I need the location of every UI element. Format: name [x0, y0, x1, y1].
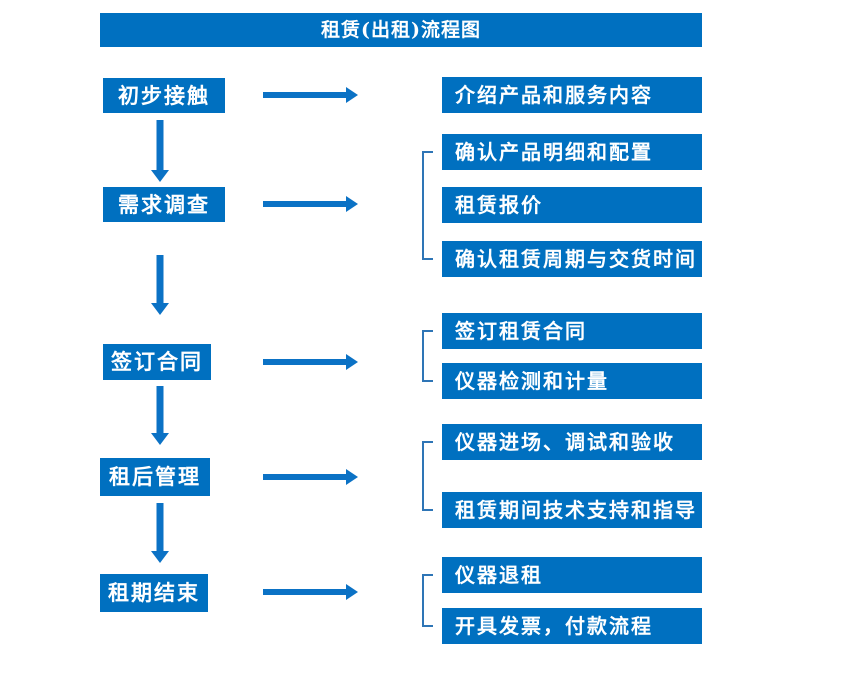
bracket-stage3-details	[422, 330, 433, 382]
arrow-down-stage4-stage5	[151, 503, 169, 563]
arrow-down-stage3-stage4	[151, 386, 169, 445]
detail-box-confirm-rental-period-delivery: 确认租赁周期与交货时间	[442, 241, 702, 277]
bracket-stage4-details	[422, 441, 433, 511]
detail-box-instrument-inspection-metering: 仪器检测和计量	[442, 363, 702, 399]
detail-box-invoice-payment-process: 开具发票，付款流程	[442, 608, 702, 644]
detail-box-introduce-products-services: 介绍产品和服务内容	[442, 77, 702, 113]
detail-box-instrument-return: 仪器退租	[442, 557, 702, 593]
detail-box-technical-support-guidance: 租赁期间技术支持和指导	[442, 492, 702, 528]
arrow-right-stage5	[263, 584, 358, 600]
detail-box-rental-quotation: 租赁报价	[442, 187, 702, 223]
bracket-stage2-details	[422, 151, 433, 260]
detail-box-instrument-arrival-commissioning-acceptance: 仪器进场、调试和验收	[442, 424, 702, 460]
stage-box-needs-survey: 需求调查	[103, 187, 225, 222]
stage-box-post-rental-management: 租后管理	[100, 458, 210, 496]
stage-box-sign-contract: 签订合同	[103, 344, 211, 380]
bracket-stage5-details	[422, 574, 433, 627]
detail-box-sign-rental-contract: 签订租赁合同	[442, 313, 702, 349]
diagram-title: 租赁(出租)流程图	[100, 13, 702, 47]
arrow-right-stage2	[263, 196, 358, 212]
stage-box-initial-contact: 初步接触	[103, 78, 225, 113]
arrow-right-stage4	[263, 469, 358, 485]
stage-box-rental-end: 租期结束	[100, 574, 208, 612]
arrow-down-stage2-stage3	[151, 255, 169, 315]
detail-box-confirm-product-details-config: 确认产品明细和配置	[442, 134, 702, 170]
arrow-right-stage1	[263, 87, 358, 103]
arrow-right-stage3	[263, 354, 358, 370]
arrow-down-stage1-stage2	[151, 120, 169, 182]
